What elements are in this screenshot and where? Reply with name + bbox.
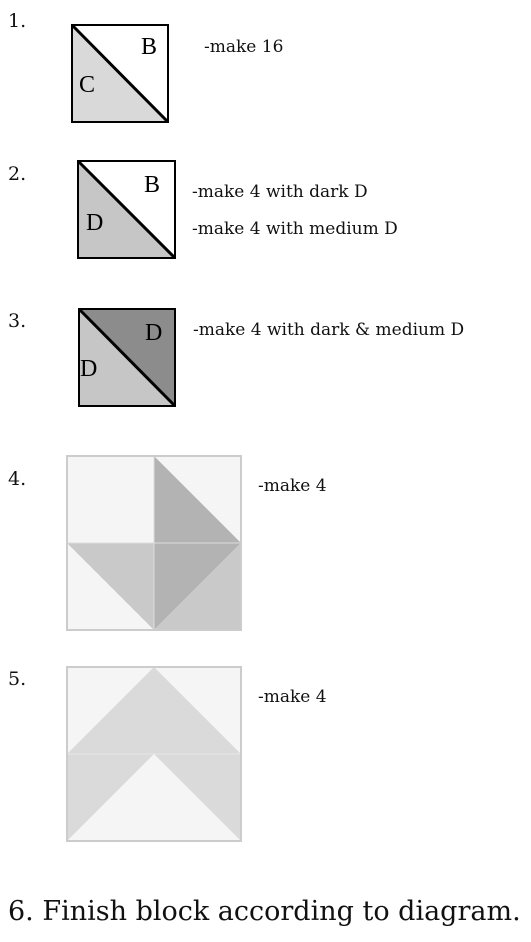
half-square-triangle-d-d: D D: [77, 307, 177, 408]
step-note: -make 4: [258, 476, 327, 496]
patch-label-d: D: [145, 320, 162, 346]
step-number: 2.: [8, 163, 27, 185]
step-number: 1.: [8, 10, 27, 32]
flying-geese-unit: [66, 666, 242, 842]
step-note: -make 4: [258, 687, 327, 707]
step-number: 5.: [8, 668, 27, 690]
step-note: -make 4 with dark & medium D: [193, 320, 465, 340]
patch-label-d: D: [86, 210, 103, 236]
step-note: -make 4 with dark D: [192, 182, 368, 202]
four-patch-unit: [66, 455, 242, 631]
patch-label-d: D: [80, 356, 97, 382]
half-square-triangle-b-c: B C: [70, 23, 170, 124]
half-square-triangle-b-d: B D: [76, 159, 177, 260]
patch-label-b: B: [141, 34, 157, 60]
step-number: 4.: [8, 468, 27, 490]
step-number: 3.: [8, 310, 27, 332]
step-note: -make 16: [204, 37, 284, 57]
patch-label-b: B: [144, 172, 160, 198]
patch-label-c: C: [79, 72, 95, 98]
final-instruction: 6. Finish block according to diagram.: [8, 896, 521, 927]
step-note: -make 4 with medium D: [192, 219, 398, 239]
